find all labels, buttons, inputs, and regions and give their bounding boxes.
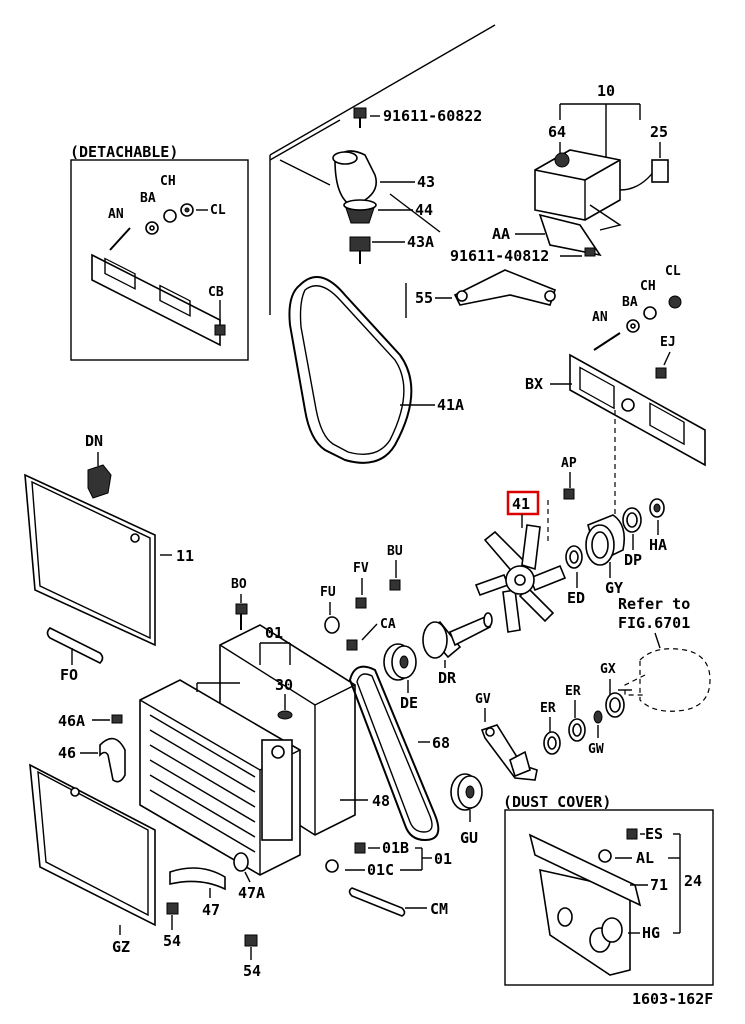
label-CB: CB [208,285,224,300]
fasteners-mid: FU FV BU CA [320,544,403,651]
label-GV: GV [475,692,491,707]
label-47: 47 [202,901,220,919]
reservoir-tank-group: 10 64 25 AA 91611-40812 [450,82,669,265]
label-DR: DR [438,669,457,687]
tensioner-group: GV GU ER ER GX GW [450,662,625,847]
label-41: 41 [512,495,530,513]
detachable-label: (DETACHABLE) [70,143,178,161]
label-CL-left: CL [210,203,226,218]
label-43: 43 [417,173,435,191]
detachable-box: (DETACHABLE) AN BA CH CL CB [70,143,249,361]
dust-cover-box: (DUST COVER) ES AL 71 HG 24 [503,793,714,986]
label-CM: CM [430,900,448,918]
label-01C: 01C [367,861,394,879]
lower-shroud-GZ: GZ [29,763,156,956]
label-DE: DE [400,694,418,712]
label-GW: GW [588,742,604,757]
drawing-number: 1603-162F [632,990,713,1008]
label-54-left: 54 [163,932,181,950]
label-25: 25 [650,123,668,141]
label-41A: 41A [437,396,464,414]
refer-fig-group: Refer to FIG.6701 [618,595,711,712]
label-24: 24 [684,872,702,890]
label-64: 64 [548,123,566,141]
label-91611-60822: 91611-60822 [383,107,482,125]
bracket-55: 55 [405,269,556,318]
label-BU: BU [387,544,403,559]
radiator-48-group: 48 BO 01 30 [139,577,390,876]
label-68: 68 [432,734,450,752]
label-AN-right: AN [592,310,608,325]
label-43A: 43A [407,233,434,251]
drain-group: 01B 01C 01 CM [325,839,452,918]
label-BA-left: BA [140,191,156,206]
fig-ref-label: FIG.6701 [618,614,690,632]
shroud-11-group: DN 11 FO [24,432,194,684]
label-11: 11 [176,547,194,565]
label-CH-right: CH [640,279,656,294]
label-AN-left: AN [108,207,124,222]
label-GX: GX [600,662,616,677]
label-55: 55 [415,289,433,307]
label-GY: GY [605,579,623,597]
highlight-box-41 [506,490,540,516]
belt-68: 68 [348,665,450,842]
label-ED: ED [567,589,585,607]
label-91611-40812: 91611-40812 [450,247,549,265]
dust-cover-label: (DUST COVER) [503,793,611,811]
label-01B: 01B [382,839,409,857]
label-GU: GU [460,829,478,847]
label-EJ: EJ [660,335,676,350]
label-AP: AP [561,456,577,471]
hose-46-group: 46A 46 [58,712,126,783]
label-FU: FU [320,585,336,600]
refer-to-label: Refer to [618,595,690,613]
label-AL: AL [636,849,654,867]
label-ER-1: ER [540,701,556,716]
label-AA: AA [492,225,510,243]
v-belt-41A: 41A [288,276,464,464]
fan-group: AP 41 GY DP HA ED [474,456,667,633]
label-47A: 47A [238,884,265,902]
frame-lines [269,24,496,315]
label-CL-right: CL [665,264,681,279]
label-BX: BX [525,375,543,393]
label-ES: ES [645,825,663,843]
label-BO: BO [231,577,247,592]
label-ER-2: ER [565,684,581,699]
label-HA: HA [649,536,667,554]
label-CH-left: CH [160,174,176,189]
label-GZ: GZ [112,938,130,956]
label-46A: 46A [58,712,85,730]
label-HG: HG [642,924,660,942]
label-CA: CA [380,617,396,632]
label-30: 30 [275,676,293,694]
hose-47-group: 47 47A 54 54 [163,852,265,980]
label-01-top: 01 [265,624,283,642]
shroud-bracket-group: AN BA CH CL EJ BX [525,264,706,520]
pulley-shaft-group: DE DR [383,612,493,712]
label-10: 10 [597,82,615,100]
label-71: 71 [650,876,668,894]
label-48: 48 [372,792,390,810]
label-DP: DP [624,551,642,569]
water-outlet-group: 91611-60822 43 44 43A [332,107,482,264]
label-44: 44 [415,201,433,219]
label-BA-right: BA [622,295,638,310]
label-FV: FV [353,561,369,576]
label-54-bottom: 54 [243,962,261,980]
label-DN: DN [85,432,103,450]
label-46: 46 [58,744,76,762]
label-01-bottom: 01 [434,850,452,868]
label-FO: FO [60,666,78,684]
